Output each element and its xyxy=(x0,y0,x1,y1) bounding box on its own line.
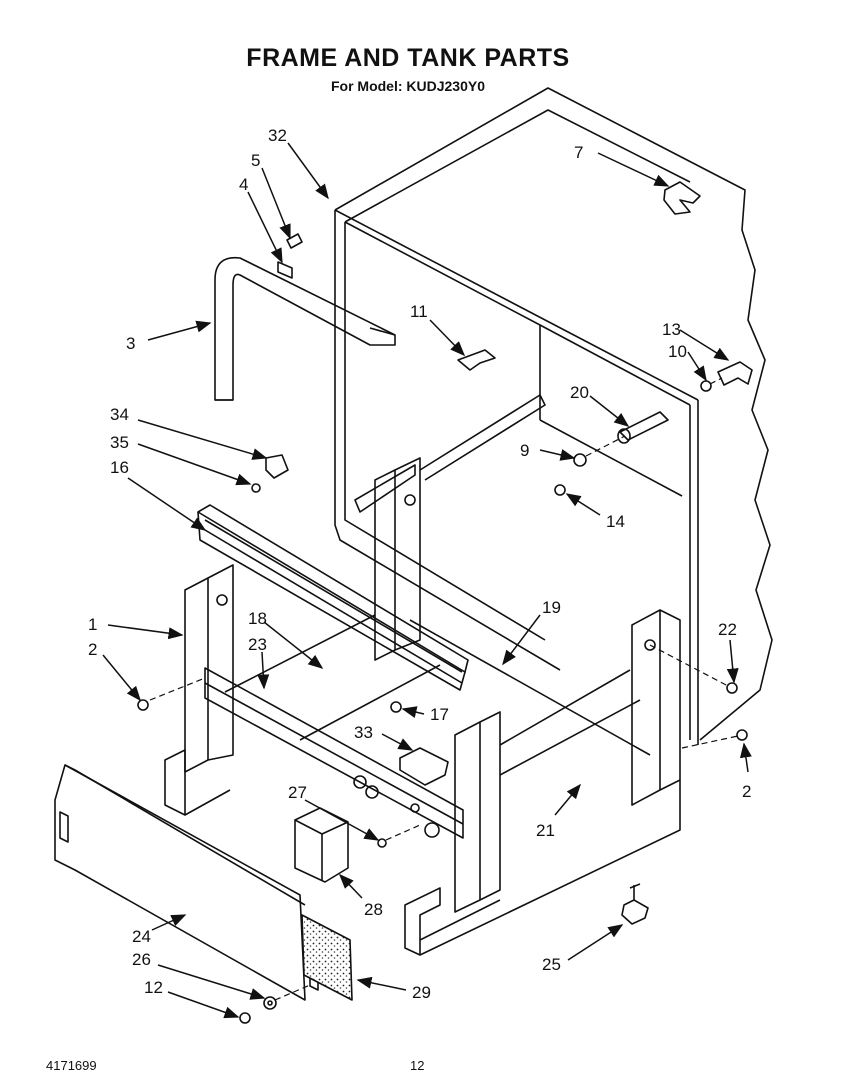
tank-outline xyxy=(334,87,773,745)
screw-part-12 xyxy=(239,1012,251,1024)
callout-27: 27 xyxy=(288,783,307,802)
callout-2-left: 2 xyxy=(88,640,97,659)
page-title: FRAME AND TANK PARTS xyxy=(246,44,570,72)
callout-21: 21 xyxy=(536,821,555,840)
callout-2-right: 2 xyxy=(742,782,751,801)
callout-9: 9 xyxy=(520,441,529,460)
model-subtitle: For Model: KUDJ230Y0 xyxy=(330,78,486,94)
clip-part-4 xyxy=(277,261,293,279)
callout-28: 28 xyxy=(364,900,383,919)
insulation-pad-part-29 xyxy=(301,914,353,1001)
callout-25: 25 xyxy=(542,955,561,974)
callout-19: 19 xyxy=(542,598,561,617)
callout-7: 7 xyxy=(574,143,583,162)
callout-26: 26 xyxy=(132,950,151,969)
callout-13: 13 xyxy=(662,320,681,339)
callout-24: 24 xyxy=(132,927,151,946)
bracket-part-7 xyxy=(663,181,701,215)
callout-35: 35 xyxy=(110,433,129,452)
callout-3: 3 xyxy=(126,334,135,353)
callout-34: 34 xyxy=(110,405,129,424)
spacer-part-20 xyxy=(617,411,669,444)
base-frame xyxy=(164,457,681,956)
clip-part-11 xyxy=(457,349,496,371)
washer-part-26 xyxy=(263,996,277,1010)
callout-11: 11 xyxy=(410,302,428,321)
screw-part-14 xyxy=(554,484,566,496)
callout-20: 20 xyxy=(570,383,589,402)
callout-labels: 32 5 4 7 3 11 13 10 20 9 14 34 35 16 1 2… xyxy=(88,126,751,1002)
callout-4: 4 xyxy=(239,175,248,194)
callout-1: 1 xyxy=(88,615,97,634)
callout-32: 32 xyxy=(268,126,287,145)
callout-23: 23 xyxy=(248,635,267,654)
front-rail-part-16 xyxy=(197,504,469,691)
callout-22: 22 xyxy=(718,620,737,639)
switch-part-33 xyxy=(399,747,449,786)
alignment-lines xyxy=(149,377,739,1001)
screw-part-27 xyxy=(377,838,387,848)
callout-10: 10 xyxy=(668,342,687,361)
leader-lines xyxy=(102,142,752,1019)
callout-17: 17 xyxy=(430,705,449,724)
document-number: 4171699 xyxy=(46,1058,97,1073)
toe-panel-part-24 xyxy=(54,764,319,1001)
screw-part-35 xyxy=(251,483,261,493)
page-number: 12 xyxy=(410,1058,425,1073)
front-tube-part-3 xyxy=(214,256,396,401)
callout-14: 14 xyxy=(606,512,625,531)
screw-part-2-right xyxy=(736,729,748,741)
clip-part-34 xyxy=(265,454,289,479)
callout-16: 16 xyxy=(110,458,129,477)
nut-part-9 xyxy=(573,453,587,467)
callout-29: 29 xyxy=(412,983,431,1002)
leveling-leg-part-25 xyxy=(621,883,649,925)
callout-5: 5 xyxy=(251,151,260,170)
callout-18: 18 xyxy=(248,609,267,628)
nut-part-10 xyxy=(700,380,712,392)
bracket-part-13 xyxy=(717,361,753,386)
screw-part-17 xyxy=(390,701,402,713)
screw-part-22 xyxy=(726,682,738,694)
callout-33: 33 xyxy=(354,723,373,742)
callout-12: 12 xyxy=(144,978,163,997)
screw-part-5 xyxy=(286,233,303,249)
screw-part-2-left xyxy=(137,699,149,711)
